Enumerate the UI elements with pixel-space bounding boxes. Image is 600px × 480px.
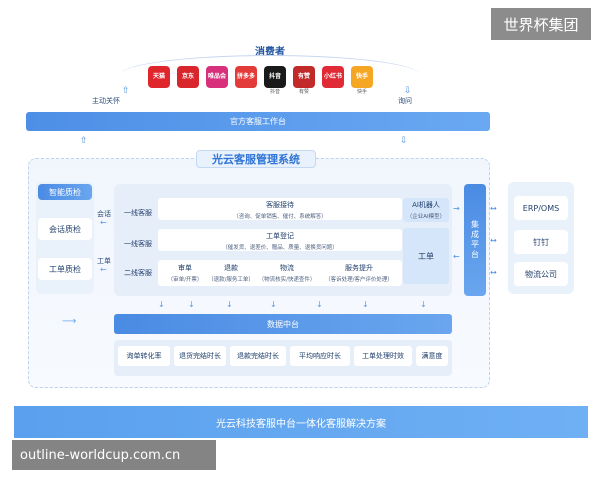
ai-robot-title: AI机器人 [412,201,440,209]
platform-logo: 快手 [351,66,373,88]
platform-logo: 抖音 [264,66,286,88]
metric-item: 退款完结时长 [230,346,286,366]
session-flow-label: 会话 [97,210,111,218]
ticket-qc-item: 工单质检 [38,258,92,280]
ai-robot-box: AI机器人 （企业AI模型） [403,198,449,222]
arrow-down-icon: ↓ [420,300,427,309]
first-line-label: 一线客服 [124,240,152,248]
session-qc-item: 会话质检 [38,218,92,240]
arrow-down-icon: ↓ [362,300,369,309]
review-cell: 审单 （审单/开票） [160,263,210,283]
customer-service-console-bar: 官方客服工作台 [26,112,490,131]
arrow-down-icon: ↓ [188,300,195,309]
platform-logo: 有赞 [293,66,315,88]
solution-banner: 光云科技客服中台一体化客服解决方案 [14,406,588,438]
platform-logo-caption: 有赞 [298,89,309,95]
platform-logo: 小红书 [322,66,344,88]
review-desc: （审单/开票） [167,277,203,283]
platform-logo-caption: 快手 [356,89,367,95]
logistics-desc: （物流核实/快递查件） [258,277,316,283]
metric-item: 退货完结时长 [174,346,226,366]
ticket-registration-desc: （催发货、退差价、赠品、质量、退换货问题） [222,245,338,251]
logistics-title: 物流 [280,264,294,272]
inquiry-label: 询问 [398,97,412,105]
arrow-down-icon: ↓ [158,300,165,309]
arrow-right-icon: → [453,204,460,213]
watermark-top: 世界杯集团 [491,8,591,40]
system-title: 光云客服管理系统 [196,150,316,168]
metric-item: 询单转化率 [118,346,170,366]
data-platform-bar: 数据中台 [114,314,452,334]
metric-item: 满意度 [416,346,448,366]
refund-desc: （退款/服务工单） [208,277,254,283]
arrow-right-icon: ⟶ [62,316,77,327]
smart-qc-header: 智能质检 [38,184,92,200]
review-title: 审单 [178,264,192,272]
platform-logo-caption: 抖音 [269,89,280,95]
arrow-down-icon: ⇩ [400,136,408,146]
integration-platform: 集成平台 [464,184,486,296]
arrow-right-icon: ↔ [490,268,497,277]
arrow-down-icon: ↓ [270,300,277,309]
ticket-box: 工单 [403,228,449,284]
second-line-services [158,260,402,286]
metric-item: 平均响应时长 [290,346,350,366]
metric-item: 工单处理时效 [354,346,412,366]
arrow-left-icon: ← [100,265,107,274]
arrow-right-icon: ↔ [490,204,497,213]
logistics-cell: 物流 （物流核实/快递查件） [256,263,318,283]
arrow-down-icon: ↓ [316,300,323,309]
refund-title: 退款 [224,264,238,272]
arrow-down-icon: ↓ [226,300,233,309]
arrow-right-icon: ↔ [490,236,497,245]
second-line-label: 二线客服 [124,269,152,277]
reception-box: 客服接待 （咨询、促单销售、催付、系统解答） [158,198,402,220]
erp-oms-item: ERP/OMS [514,196,568,220]
consumer-title: 消费者 [255,47,285,58]
arrow-up-icon: ⇧ [122,86,130,96]
arrow-left-icon: ← [100,218,107,227]
logistics-company-item: 物流公司 [514,262,568,286]
proactive-care-label: 主动关怀 [92,97,120,105]
consumer-arc [120,55,420,95]
ticket-registration-title: 工单登记 [266,232,294,240]
arrow-up-icon: ⇧ [80,136,88,146]
platform-logo: 京东 [177,66,199,88]
refund-cell: 退款 （退款/服务工单） [206,263,256,283]
service-improvement-title: 服务提升 [345,264,373,272]
platform-logo: 唯品会 [206,66,228,88]
ticket-registration-box: 工单登记 （催发货、退差价、赠品、质量、退换货问题） [158,229,402,251]
platform-logo: 拼多多 [235,66,257,88]
arrow-left-icon: ← [453,252,460,261]
watermark-bottom: outline-worldcup.com.cn [12,440,216,470]
service-improvement-desc: （客诉处理/客户评价处理） [325,277,393,283]
ai-robot-desc: （企业AI模型） [406,214,446,220]
service-improvement-cell: 服务提升 （客诉处理/客户评价处理） [318,263,400,283]
reception-desc: （咨询、促单销售、催付、系统解答） [233,214,327,220]
ticket-flow-label: 工单 [97,257,111,265]
reception-title: 客服接待 [266,201,294,209]
dingtalk-item: 钉钉 [514,230,568,254]
arrow-down-icon: ⇩ [404,86,412,96]
platform-logo: 天猫 [148,66,170,88]
first-line-label: 一线客服 [124,209,152,217]
